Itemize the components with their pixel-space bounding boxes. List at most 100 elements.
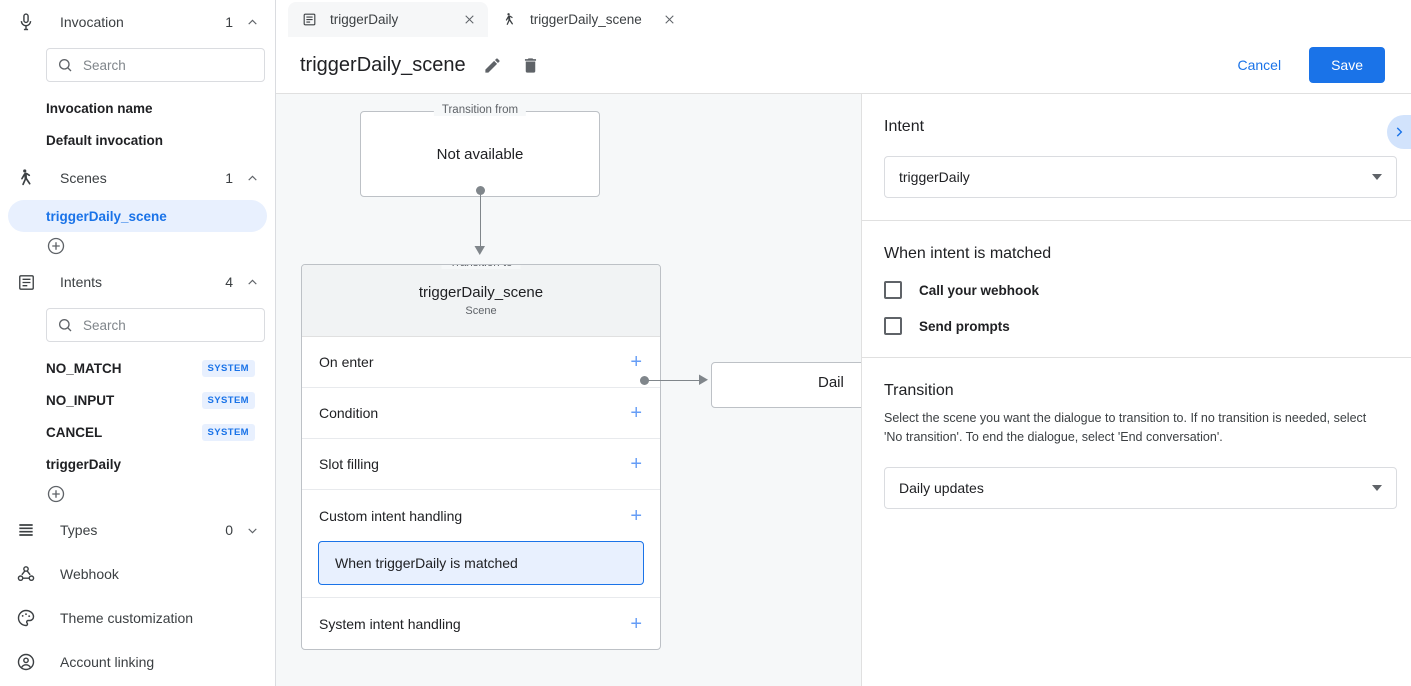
- scene-row-condition[interactable]: Condition +: [302, 388, 660, 439]
- call-your-webhook-row[interactable]: Call your webhook: [884, 281, 1387, 299]
- cancel-button[interactable]: Cancel: [1223, 49, 1295, 81]
- chevron-down-icon: [1372, 174, 1382, 180]
- tab-bar: triggerDaily triggerDaily_scene: [276, 0, 1411, 37]
- intents-search-input[interactable]: [83, 317, 260, 333]
- call-your-webhook-checkbox[interactable]: [884, 281, 902, 299]
- sidebar-group-label: Intents: [60, 274, 103, 290]
- transition-from-text: Not available: [436, 145, 524, 163]
- sidebar-group-scenes[interactable]: Scenes 1: [0, 156, 275, 200]
- sidebar-item-invocation-name[interactable]: Invocation name: [8, 92, 267, 124]
- chevron-up-icon[interactable]: [245, 171, 259, 185]
- transition-to-node[interactable]: Tr Dail: [711, 362, 861, 408]
- sidebar-item-no-match[interactable]: NO_MATCH SYSTEM: [8, 352, 267, 384]
- scene-row-on-enter[interactable]: On enter +: [302, 337, 660, 388]
- save-button[interactable]: Save: [1309, 47, 1385, 83]
- sidebar-item-label: triggerDaily_scene: [46, 208, 167, 224]
- main-area: triggerDaily triggerDaily_scene: [276, 0, 1411, 686]
- sidebar-item-label: Account linking: [60, 654, 155, 670]
- sidebar-item-label: NO_INPUT: [46, 392, 115, 408]
- sidebar-item-label: triggerDaily: [46, 456, 122, 472]
- add-circle-icon[interactable]: [46, 484, 66, 504]
- tab-triggerdaily[interactable]: triggerDaily: [288, 2, 488, 37]
- chevron-up-icon[interactable]: [245, 275, 259, 289]
- chevron-up-icon[interactable]: [245, 15, 259, 29]
- tab-triggerdaily-scene[interactable]: triggerDaily_scene: [488, 2, 688, 37]
- list-icon: [14, 518, 38, 542]
- sidebar-item-cancel[interactable]: CANCEL SYSTEM: [8, 416, 267, 448]
- intents-icon: [302, 12, 320, 27]
- add-on-enter-icon[interactable]: +: [630, 351, 642, 373]
- transition-from-node[interactable]: Transition from Not available: [360, 104, 600, 197]
- intents-search-box[interactable]: [46, 308, 265, 342]
- transition-from-legend: Transition from: [433, 104, 527, 116]
- invocation-search-input[interactable]: [83, 57, 260, 73]
- transition-to-text: Dail: [818, 374, 844, 391]
- status-badge: SYSTEM: [201, 423, 255, 441]
- edge-line-vertical: [479, 190, 481, 248]
- intent-select[interactable]: triggerDaily: [884, 156, 1397, 198]
- close-icon[interactable]: [660, 11, 678, 29]
- sidebar-group-count: 1: [225, 170, 233, 186]
- transition-select[interactable]: Daily updates: [884, 466, 1397, 509]
- sidebar-group-intents[interactable]: Intents 4: [0, 260, 275, 304]
- add-intent-row: [0, 480, 275, 508]
- intents-search-wrap: [0, 304, 275, 352]
- add-custom-intent-handling-icon[interactable]: +: [630, 504, 642, 527]
- scene-row-label: Slot filling: [319, 456, 379, 472]
- sidebar-item-label: Webhook: [60, 566, 119, 582]
- palette-icon: [14, 606, 38, 630]
- sidebar-item-webhook[interactable]: Webhook: [0, 552, 275, 596]
- sidebar-item-label: Types: [60, 522, 98, 538]
- transition-section-description: Select the scene you want the dialogue t…: [884, 411, 1367, 444]
- chevron-right-icon[interactable]: [1387, 115, 1411, 149]
- tab-label: triggerDaily: [330, 12, 399, 27]
- intent-handler-label: When triggerDaily is matched: [335, 555, 518, 571]
- sidebar-item-triggerdaily[interactable]: triggerDaily: [8, 448, 267, 480]
- sidebar-item-count: 0: [225, 522, 233, 538]
- close-icon[interactable]: [460, 11, 478, 29]
- trash-icon[interactable]: [520, 54, 542, 76]
- chevron-down-icon[interactable]: [245, 523, 259, 537]
- transition-section: Transition Select the scene you want the…: [862, 357, 1411, 531]
- sidebar-item-label: Default invocation: [46, 132, 164, 148]
- scene-row-slot-filling[interactable]: Slot filling +: [302, 439, 660, 490]
- sidebar-group-invocation[interactable]: Invocation 1: [0, 0, 275, 44]
- send-prompts-row[interactable]: Send prompts: [884, 317, 1387, 335]
- add-scene-row: [0, 232, 275, 260]
- scene-node-subtitle: Scene: [465, 305, 497, 317]
- microphone-icon: [14, 10, 38, 34]
- add-system-intent-handling-icon[interactable]: +: [630, 612, 642, 635]
- edge-arrow-right: [699, 374, 708, 385]
- right-properties-panel: Intent triggerDaily When intent is match…: [862, 94, 1411, 686]
- scene-node[interactable]: Transition to triggerDaily_scene Scene O…: [301, 264, 661, 650]
- search-icon: [58, 319, 72, 332]
- sidebar-item-default-invocation[interactable]: Default invocation: [8, 124, 267, 156]
- webhook-icon: [14, 562, 38, 586]
- sidebar-item-label: NO_MATCH: [46, 360, 122, 376]
- scene-icon: [502, 12, 520, 27]
- transition-section-title: Transition: [884, 382, 954, 399]
- sidebar-item-label: Invocation name: [46, 100, 153, 116]
- send-prompts-checkbox[interactable]: [884, 317, 902, 335]
- status-badge: SYSTEM: [201, 359, 255, 377]
- sidebar-item-no-input[interactable]: NO_INPUT SYSTEM: [8, 384, 267, 416]
- add-condition-icon[interactable]: +: [630, 402, 642, 424]
- sidebar-item-types[interactable]: Types 0: [0, 508, 275, 552]
- intent-section: Intent triggerDaily: [862, 94, 1411, 220]
- sidebar-item-account-linking[interactable]: Account linking: [0, 640, 275, 684]
- sidebar-item-triggerdaily-scene[interactable]: triggerDaily_scene: [8, 200, 267, 232]
- scene-row-system-intent-handling[interactable]: System intent handling +: [302, 598, 660, 649]
- sidebar-item-theme-customization[interactable]: Theme customization: [0, 596, 275, 640]
- add-circle-icon[interactable]: [46, 236, 66, 256]
- intents-icon: [14, 270, 38, 294]
- add-slot-filling-icon[interactable]: +: [630, 453, 642, 475]
- intent-handler-triggerdaily[interactable]: When triggerDaily is matched: [318, 541, 644, 585]
- intent-select-value: triggerDaily: [899, 169, 970, 185]
- page-title: triggerDaily_scene: [300, 53, 466, 76]
- scene-node-title: triggerDaily_scene: [418, 284, 544, 301]
- edge-line-horizontal: [644, 379, 701, 381]
- scene-row-custom-intent-handling[interactable]: Custom intent handling +: [302, 490, 660, 541]
- pencil-icon[interactable]: [482, 54, 504, 76]
- scene-graph-canvas[interactable]: Transition from Not available Transition…: [276, 94, 862, 686]
- invocation-search-box[interactable]: [46, 48, 265, 82]
